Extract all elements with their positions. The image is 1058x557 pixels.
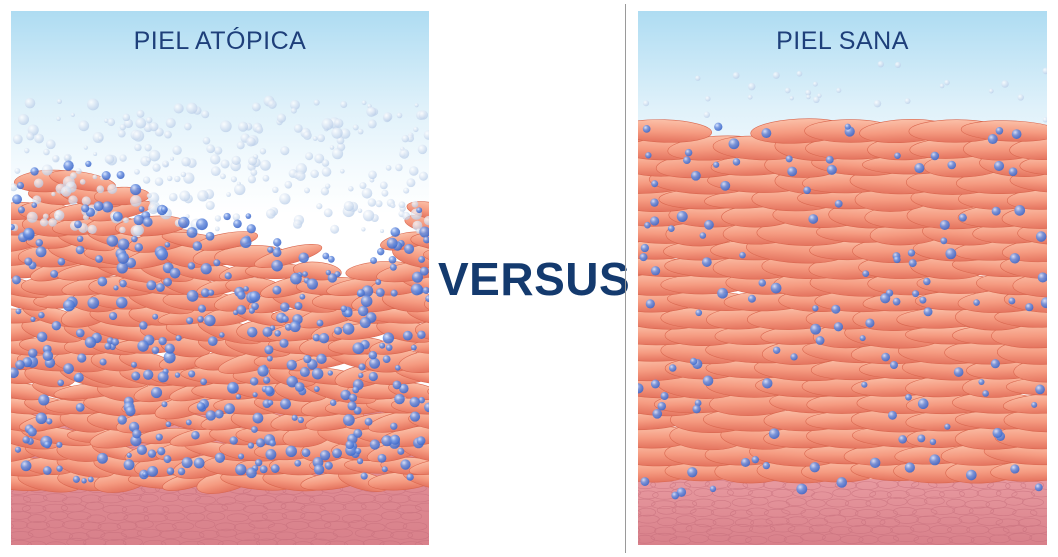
- versus-label: VERSUS: [438, 253, 631, 305]
- healthy-skin-illustration: [638, 61, 1047, 545]
- atopic-skin-panel: PIEL ATÓPICA: [11, 11, 429, 545]
- atopic-skin-title: PIEL ATÓPICA: [133, 27, 307, 55]
- vertical-divider: [625, 4, 626, 553]
- healthy-skin-title: PIEL SANA: [776, 27, 909, 55]
- healthy-skin-panel: PIEL SANA: [638, 11, 1047, 545]
- atopic-skin-illustration: [11, 95, 429, 545]
